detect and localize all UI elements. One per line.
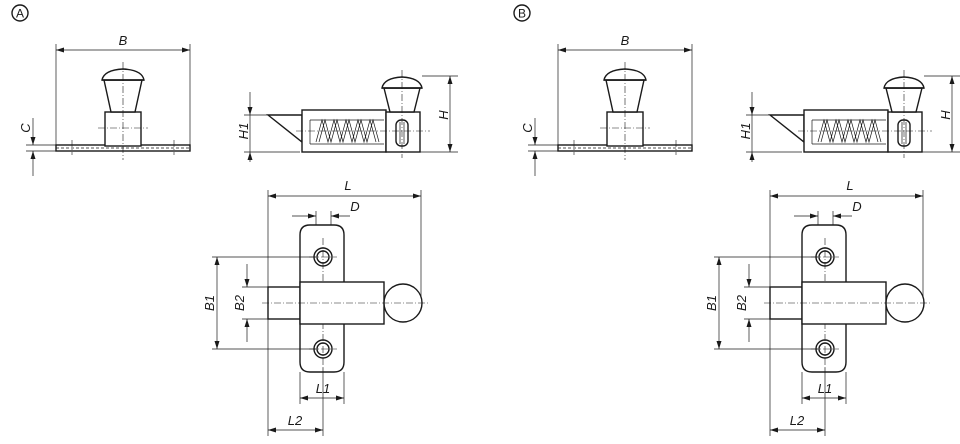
variant-a-label-B: B [119, 33, 128, 48]
variant-b-label-H1: H1 [738, 123, 753, 140]
variant-a-label-B2: B2 [232, 294, 247, 311]
variant-b-letter: B [518, 7, 526, 21]
variant-a-label-C: C [18, 123, 33, 133]
variant-a-label-D: D [350, 199, 359, 214]
variant-a-label-H: H [436, 110, 451, 120]
variant-b-label-B: B [621, 33, 630, 48]
variant-b-label-H: H [938, 110, 953, 120]
variant-b-label-L2: L2 [790, 413, 805, 428]
variant-a-label-L2: L2 [288, 413, 303, 428]
variant-b-label-B1: B1 [704, 295, 719, 311]
variant-b-label-D: D [852, 199, 861, 214]
variant-a-label-B1: B1 [202, 295, 217, 311]
variant-a-label-H1: H1 [236, 123, 251, 140]
variant-b-label-L: L [846, 178, 853, 193]
variant-b-drawing: B B C H H1 L D B1 B2 L1 L2 [513, 4, 960, 437]
variant-a-letter: A [16, 7, 24, 21]
variant-a-label-L: L [344, 178, 351, 193]
variant-b-label-L1: L1 [818, 381, 832, 396]
variant-a-drawing: A B C H H1 L D B1 B2 L1 L2 [11, 4, 459, 437]
variant-b-label-B2: B2 [734, 294, 749, 311]
variant-b-label-C: C [520, 123, 535, 133]
variant-a-label-L1: L1 [316, 381, 330, 396]
